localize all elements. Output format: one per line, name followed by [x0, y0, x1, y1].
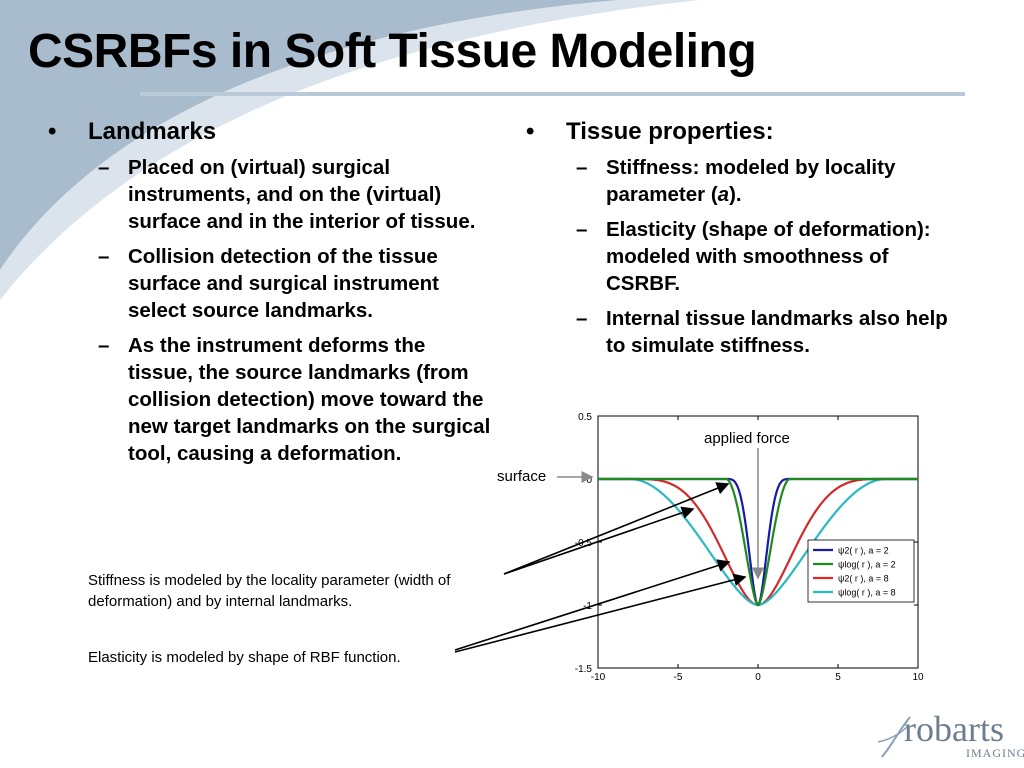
elasticity-note: Elasticity is modeled by shape of RBF fu… [88, 649, 401, 666]
left-column: • Landmarks – Placed on (virtual) surgic… [42, 118, 492, 467]
bullet-tissue-properties: • Tissue properties: [520, 118, 960, 146]
robarts-logo: robarts IMAGING [874, 708, 1024, 768]
dna-helix-icon [877, 716, 911, 758]
sub-bullet: – Internal tissue landmarks also help to… [560, 305, 960, 359]
bullet-dot: • [526, 118, 535, 145]
sub-bullet: – Placed on (virtual) surgical instrumen… [82, 154, 492, 235]
bullet-heading: Landmarks [88, 118, 217, 145]
y-tick-label: -0.5 [575, 538, 593, 549]
series-line [598, 477, 918, 607]
sub-bullet: – Stiffness: modeled by locality paramet… [560, 154, 960, 208]
sub-bullet-text: Elasticity (shape of deformation): model… [606, 218, 931, 295]
dash-marker: – [576, 218, 588, 241]
sub-bullet-text: As the instrument deforms the tissue, th… [128, 334, 491, 465]
x-tick-label: -10 [591, 672, 606, 683]
logo-subtitle: IMAGING [966, 746, 1024, 760]
logo-wordmark: robarts [904, 709, 1004, 749]
bullet-dot: • [48, 118, 57, 145]
dash-marker: – [98, 245, 110, 268]
legend-label: ψ2( r ), a = 2 [838, 546, 889, 556]
y-tick-label: -1 [583, 601, 592, 612]
legend-label: ψ2( r ), a = 8 [838, 574, 889, 584]
sub-bullet-text: Collision detection of the tissue surfac… [128, 245, 440, 322]
sub-bullet-list: – Placed on (virtual) surgical instrumen… [42, 154, 492, 467]
text-part: Stiffness: modeled by locality parameter… [606, 156, 896, 206]
title-underline [140, 92, 965, 96]
y-tick-label: -1.5 [575, 664, 593, 675]
sub-bullet-text: Placed on (virtual) surgical instruments… [128, 156, 476, 233]
sub-bullet-text: Internal tissue landmarks also help to s… [606, 307, 948, 357]
stiffness-note: Stiffness is modeled by the locality par… [88, 572, 451, 610]
bullet-landmarks: • Landmarks [42, 118, 492, 146]
x-tick-label: 10 [912, 672, 924, 683]
sub-bullet: – Elasticity (shape of deformation): mod… [560, 216, 960, 297]
x-tick-label: 5 [835, 672, 841, 683]
x-tick-label: -5 [674, 672, 683, 683]
sub-bullet-list: – Stiffness: modeled by locality paramet… [520, 154, 960, 359]
bullet-heading: Tissue properties: [566, 118, 774, 145]
right-column: • Tissue properties: – Stiffness: modele… [520, 118, 960, 359]
dash-marker: – [98, 156, 110, 179]
sub-bullet: – Collision detection of the tissue surf… [82, 243, 492, 324]
y-tick-label: 0 [586, 475, 592, 486]
y-tick-label: 0.5 [578, 412, 592, 423]
legend-label: ψlog( r ), a = 8 [838, 588, 896, 598]
legend-label: ψlog( r ), a = 2 [838, 560, 896, 570]
surface-label: surface [497, 468, 547, 485]
slide-title: CSRBFs in Soft Tissue Modeling [28, 25, 757, 78]
dash-marker: – [576, 156, 588, 179]
x-tick-label: 0 [755, 672, 761, 683]
italic-parameter: a [717, 183, 730, 206]
dash-marker: – [576, 307, 588, 330]
sub-bullet: – As the instrument deforms the tissue, … [82, 332, 492, 467]
dash-marker: – [98, 334, 110, 357]
sub-bullet-text: Stiffness: modeled by locality parameter… [606, 154, 960, 208]
text-part: ). [729, 183, 742, 206]
applied-force-label: applied force [704, 430, 790, 447]
